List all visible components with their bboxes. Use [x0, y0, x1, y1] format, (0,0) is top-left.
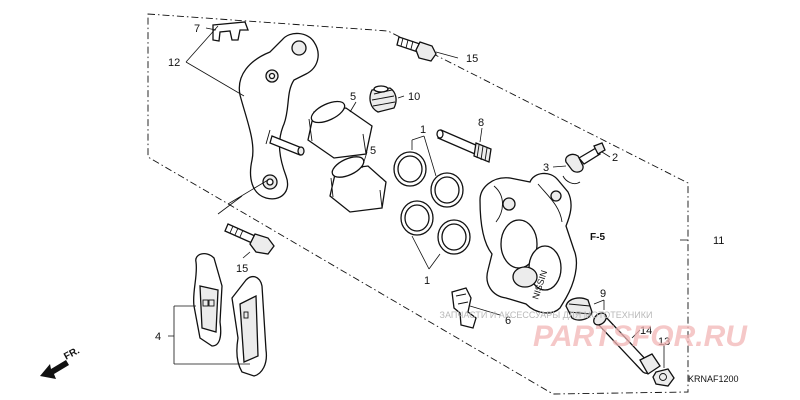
bolt-15-top — [396, 36, 437, 62]
brake-pad-rear — [192, 252, 223, 347]
pad-retainer-clip — [212, 21, 249, 42]
callout-1-bottom: 1 — [424, 275, 430, 287]
callout-3: 3 — [543, 162, 549, 174]
front-arrow-label: FR. — [62, 345, 82, 362]
front-arrow-icon: FR. — [40, 345, 82, 379]
callout-5-top: 5 — [350, 91, 356, 103]
pin-boot-10 — [369, 85, 397, 113]
callout-4: 4 — [155, 331, 161, 343]
callout-14: 14 — [640, 325, 652, 337]
callout-15-bottom: 15 — [236, 263, 248, 275]
reference-f5: F-5 — [590, 232, 605, 243]
callout-12: 12 — [168, 57, 180, 69]
slide-pin-8 — [436, 129, 492, 163]
caliper-assembly-outline — [147, 13, 689, 395]
piston-lower — [329, 156, 387, 213]
callout-13: 13 — [658, 336, 670, 348]
watermark-logo: PARTSFOR.RU — [533, 320, 748, 353]
bolt-15-bottom — [224, 223, 275, 255]
cap-13 — [652, 368, 675, 387]
callout-15-top: 15 — [466, 53, 478, 65]
pin-boot-9 — [565, 297, 593, 321]
callout-8: 8 — [478, 117, 484, 129]
bleed-valve — [578, 142, 606, 165]
callout-10: 10 — [408, 91, 420, 103]
bleed-cap — [562, 153, 584, 185]
brake-pad-front — [231, 275, 268, 377]
diagram-code: KRNAF1200 — [688, 374, 739, 384]
piston-upper — [307, 100, 373, 159]
callout-9: 9 — [600, 288, 606, 300]
callout-11: 11 — [713, 235, 724, 247]
piston-seals — [393, 151, 471, 255]
callout-6: 6 — [505, 315, 511, 327]
watermark-tagline: ЗАПЧАСТИ И АКСЕССУАРЫ ДЛЯ МОТОТЕХНИКИ — [440, 310, 653, 320]
caliper-body: NISSIN — [479, 172, 578, 314]
caliper-bracket — [238, 32, 319, 200]
callout-2: 2 — [612, 152, 618, 164]
callout-1-top: 1 — [420, 124, 426, 136]
pad-spring — [451, 287, 477, 329]
callout-5-bottom: 5 — [370, 145, 376, 157]
slide-pin-14 — [593, 312, 661, 375]
callout-7: 7 — [194, 23, 200, 35]
